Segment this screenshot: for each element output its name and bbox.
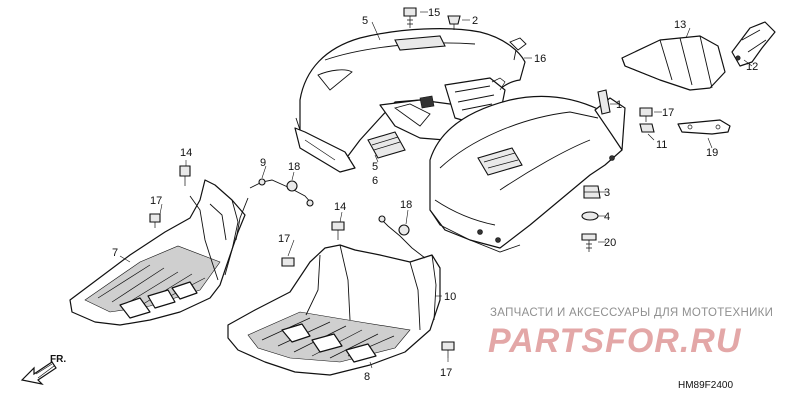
watermark-caption: ЗАПЧАСТИ И АКСЕССУАРЫ ДЛЯ МОТОТЕХНИКИ [490, 307, 773, 319]
callout-19: 19 [706, 147, 718, 159]
callout-17-left: 17 [150, 195, 162, 207]
callout-18-left: 18 [288, 161, 300, 173]
callout-17-mid: 17 [278, 233, 290, 245]
callout-1: 1 [616, 99, 622, 111]
callout-5-sticker: 5 [372, 161, 378, 173]
footrest-left-part-7 [69, 178, 314, 326]
front-arrow-icon [20, 361, 57, 385]
watermark: ЗАПЧАСТИ И АКСЕССУАРЫ ДЛЯ МОТОТЕХНИКИ PA… [488, 307, 773, 360]
front-direction-indicator: FR. [20, 354, 66, 385]
callout-15: 15 [428, 7, 440, 19]
callout-7: 7 [112, 247, 118, 259]
callout-2: 2 [472, 15, 478, 27]
bracket-part-12 [731, 21, 776, 67]
callout-14-left: 14 [180, 147, 192, 159]
callout-numbers: 15 2 5 16 1 17 11 13 12 19 3 4 20 5 6 14… [112, 7, 758, 383]
plate-part-19 [677, 119, 731, 135]
carrier-cover-part-13 [621, 35, 726, 91]
callout-6: 6 [372, 175, 378, 187]
callout-17-bottom: 17 [440, 367, 452, 379]
callout-20: 20 [604, 237, 616, 249]
callout-14-right: 14 [334, 201, 346, 213]
callout-4: 4 [604, 211, 610, 223]
callout-3: 3 [604, 187, 610, 199]
callout-12: 12 [746, 61, 758, 73]
callout-17-upper: 17 [662, 107, 674, 119]
callout-18-right: 18 [400, 199, 412, 211]
fr-label: FR. [50, 354, 66, 365]
rear-fender-part-5 [294, 28, 526, 173]
callout-13: 13 [674, 19, 686, 31]
watermark-logo: PARTSFOR.RU [488, 322, 742, 360]
footrest-right-part-8 [227, 215, 441, 376]
callout-16: 16 [534, 53, 546, 65]
callout-8: 8 [364, 371, 370, 383]
fasteners-right [403, 7, 655, 252]
callout-9: 9 [260, 157, 266, 169]
figure-code: HM89F2400 [678, 380, 733, 391]
callout-11: 11 [656, 139, 667, 151]
callout-5: 5 [362, 15, 368, 27]
callout-10: 10 [444, 291, 456, 303]
fasteners-left [149, 165, 455, 358]
leader-lines [119, 11, 753, 369]
